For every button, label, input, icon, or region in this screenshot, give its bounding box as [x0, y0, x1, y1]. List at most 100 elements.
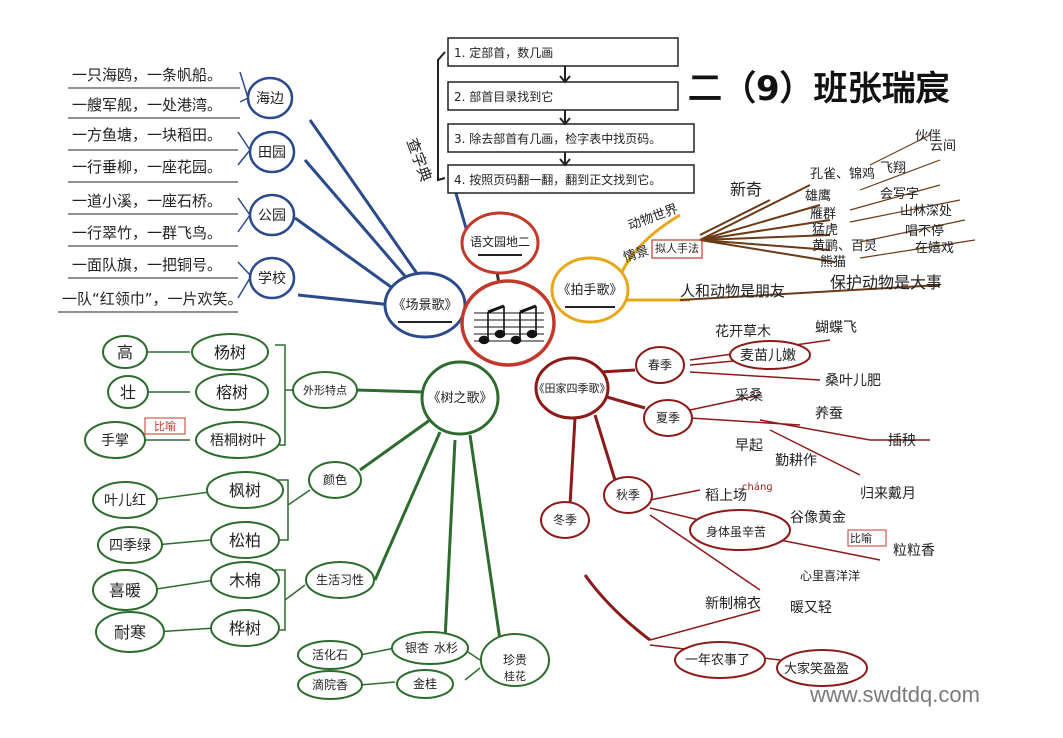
link-seaside-top: [239, 71, 249, 99]
action-3: 云间: [930, 139, 956, 154]
category-park-circle: [248, 193, 296, 237]
link-seaside-bottom: [239, 97, 249, 103]
feature-tall: 高: [117, 343, 133, 362]
connector-extra: [443, 439, 457, 641]
summary-protect: 保护动物是大事: [830, 273, 942, 292]
feature-palm: 手掌: [101, 433, 129, 449]
autumn-5: 心里喜洋洋: [800, 568, 860, 583]
park-line-2: 一行翠竹，一群飞鸟。: [72, 224, 222, 242]
connector-extra-2: [468, 434, 502, 641]
tree-pine: 松柏: [229, 531, 261, 550]
connector-winter-detail: [583, 574, 651, 642]
tree-branch-lines: [354, 388, 502, 641]
link-park-bottom: [237, 214, 251, 233]
lookup-step-1-box: [447, 37, 679, 67]
feature-red: 叶儿红: [104, 493, 146, 509]
summer-circle: [643, 399, 693, 437]
summary-friends: 人和动物是朋友: [680, 282, 785, 300]
winter-2: 暖又轻: [790, 600, 832, 616]
connector-seaside: [308, 119, 420, 276]
category-school-circle: [248, 256, 296, 300]
connector-school: [297, 293, 393, 307]
feature-cold-oval: [95, 611, 165, 653]
extra-precious: 珍贵: [503, 653, 527, 667]
field-line-2: 一行垂柳，一座花园。: [72, 158, 222, 176]
extra-osmanthus-flower: 桂花: [504, 669, 526, 683]
feature-cold: 耐寒: [114, 623, 146, 642]
animal-6: 熊猫: [820, 254, 846, 270]
page-title: 二（9）班张瑞宸: [688, 69, 950, 109]
season-branch-lines: [568, 368, 651, 642]
scene-category-circles: [246, 76, 296, 300]
lookup-step-4: 4. 按照页码翻一翻，翻到正文找到它。: [454, 172, 661, 187]
autumn-2: 谷像黄金: [790, 509, 846, 526]
simile-box-tree: [144, 417, 186, 435]
action-5: 山林深处: [900, 204, 952, 219]
group-habit: 生活习性: [316, 573, 364, 587]
top-node-circle: [460, 211, 540, 275]
tree-banyan-oval: [195, 373, 269, 411]
left-node-label: 《场景歌》: [392, 298, 457, 313]
group-shape: 外形特点: [303, 383, 347, 397]
action-4: 会写字: [880, 187, 919, 202]
group-habit-oval: [305, 561, 375, 599]
summer-1: 采桑: [735, 388, 763, 404]
winter-detail-oval-1: [674, 641, 766, 679]
center-node-circle: [460, 279, 556, 367]
simile-note: 比喻: [154, 419, 176, 433]
autumn-simile: 比喻: [850, 531, 872, 545]
school-line-2: 一队“红领巾”，一片欢笑。: [62, 290, 243, 308]
winter-4: 大家笑盈盈: [784, 661, 849, 677]
spring-detail-oval: [729, 340, 811, 370]
autumn-pinyin: chánɡ: [742, 481, 773, 493]
group-color-oval: [308, 461, 362, 499]
link-field-bottom: [237, 149, 251, 166]
feature-green: 四季绿: [109, 538, 151, 554]
extra-metasequoia: 水杉: [434, 641, 458, 655]
action-7: 在嬉戏: [915, 241, 954, 256]
season-node-circle: [534, 356, 610, 420]
extra-osmanthus: 金桂: [413, 676, 437, 691]
branch-personification: 拟人手法: [655, 241, 699, 255]
summer-6: 归来戴月: [860, 485, 916, 502]
park-line-1: 一道小溪，一座石桥。: [72, 192, 222, 210]
extra-ginkgo: 银杏: [405, 641, 429, 655]
feature-red-oval: [92, 481, 158, 519]
simile-box-autumn: [847, 529, 887, 547]
winter-circle: [540, 501, 590, 539]
tree-banyan: 榕树: [216, 383, 248, 402]
summer-3: 早起: [735, 438, 763, 454]
animal-1: 孔雀、锦鸡: [810, 166, 875, 182]
feature-warm: 喜暖: [109, 581, 141, 600]
winter-detail-oval-2: [776, 649, 868, 687]
connector-autumn: [593, 414, 617, 481]
lookup-label: 查字典: [403, 136, 435, 184]
autumn-4: 身体虽辛苦: [706, 524, 766, 539]
autumn-1: 稻上场: [705, 488, 747, 504]
tree-birch-oval: [210, 609, 280, 647]
spring-2: 蝴蝶飞: [815, 320, 857, 336]
connector-color: [359, 418, 431, 472]
season-summer: 夏季: [656, 411, 680, 425]
action-2: 飞翔: [880, 161, 906, 176]
link-park-top: [237, 197, 251, 216]
feature-warm-oval: [92, 569, 158, 611]
music-notes-icon: [474, 304, 544, 345]
seaside-line-1: 一只海鸥，一条帆船。: [72, 66, 222, 84]
scene-list: 一只海鸥，一条帆船。 一艘军舰，一处港湾。 一方鱼塘，一块稻田。 一行垂柳，一座…: [62, 66, 243, 308]
tree-poplar-oval: [191, 333, 269, 371]
left-branch-lines: [294, 119, 420, 307]
link-school-top: [237, 261, 251, 276]
category-seaside: 海边: [256, 91, 284, 107]
tree-maple-oval: [206, 471, 284, 509]
extra-fragrant-oval: [297, 670, 363, 700]
connector-spring: [599, 368, 636, 374]
tree-pine-oval: [210, 521, 280, 559]
spring-circle: [635, 346, 685, 384]
link-school-bottom: [237, 277, 251, 299]
right-node-label: 《拍手歌》: [557, 283, 622, 298]
action-6: 唱不停: [905, 223, 944, 239]
extra-precious-oval: [480, 633, 550, 687]
branch-scene: 情景: [622, 243, 651, 265]
